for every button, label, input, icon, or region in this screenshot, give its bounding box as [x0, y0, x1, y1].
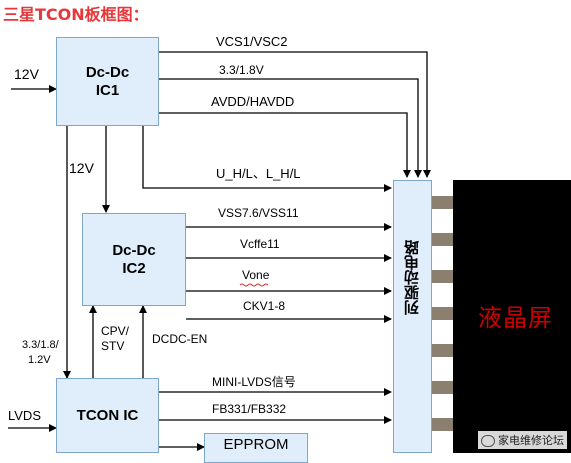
ic1-to-ic2-label: 12V — [69, 160, 94, 176]
vcs-label: VCS1/VSC2 — [216, 34, 288, 49]
connector-tab — [432, 233, 453, 246]
connection-lines — [8, 51, 431, 451]
lcd-panel-label: 液晶屏 — [478, 304, 553, 332]
vcs-line — [159, 51, 431, 178]
connector-tab — [432, 344, 453, 357]
v33-label: 3.3/1.8V — [219, 63, 264, 77]
ckv-label: CKV1-8 — [243, 299, 286, 313]
vss-label: VSS7.6/VSS11 — [218, 206, 299, 220]
avdd-label: AVDD/HAVDD — [211, 94, 295, 109]
cpv-stv-label: CPV/ STV — [101, 324, 129, 354]
dcdc-en-label: DCDC-EN — [152, 332, 208, 346]
mini-lvds-label: MINI-LVDS信号 — [212, 375, 296, 389]
column-driver-label: 列驱动电路 — [403, 240, 421, 315]
lvds-label: LVDS — [8, 408, 41, 423]
dcdc-ic1-line1: Dc-Dc — [85, 63, 130, 81]
connector-tab — [432, 196, 453, 209]
lcd-panel — [453, 180, 571, 453]
uhl-label: U_H/L、L_H/L — [216, 166, 301, 181]
eeprom-label: EPPROM — [223, 436, 289, 453]
eeprom-block: EPPROM — [204, 433, 308, 463]
connector-tab — [432, 270, 453, 283]
column-driver-block — [393, 180, 432, 453]
v33-line — [159, 78, 422, 178]
dcdc-ic1-block: Dc-Dc IC1 — [56, 37, 159, 126]
tcon-ic-label: TCON IC — [76, 406, 139, 424]
connector-tab — [432, 307, 453, 320]
dcdc-ic2-block: Dc-Dc IC2 — [82, 213, 186, 306]
vone-label: Vone — [242, 268, 270, 282]
stv-label: STV — [101, 339, 125, 353]
input-12v-label: 12V — [14, 66, 39, 82]
tcon-power-label-line2: 1.2V — [28, 354, 51, 366]
uhl-line — [142, 126, 392, 192]
connector-tab — [432, 418, 453, 431]
tcon-power-label: 3.3/1.8/ 1.2V — [22, 338, 59, 368]
tcon-power-label-line1: 3.3/1.8/ — [22, 339, 59, 351]
fb-label: FB331/FB332 — [212, 402, 287, 416]
diagram-title: 三星TCON板框图： — [3, 5, 149, 24]
watermark-text: 家电维修论坛 — [498, 435, 564, 447]
avdd-line — [159, 112, 411, 178]
wechat-icon — [481, 435, 495, 448]
vcffe-label: Vcffe11 — [240, 237, 280, 251]
dcdc-ic1-line2: IC1 — [95, 81, 120, 99]
dcdc-ic2-line2: IC2 — [122, 259, 146, 277]
cpv-label: CPV/ — [101, 324, 130, 338]
vone-underline — [239, 283, 269, 287]
tcon-ic-block: TCON IC — [56, 378, 159, 453]
watermark: 家电维修论坛 — [478, 431, 567, 449]
connector-tab — [432, 381, 453, 394]
dcdc-ic2-line1: Dc-Dc — [112, 241, 156, 259]
